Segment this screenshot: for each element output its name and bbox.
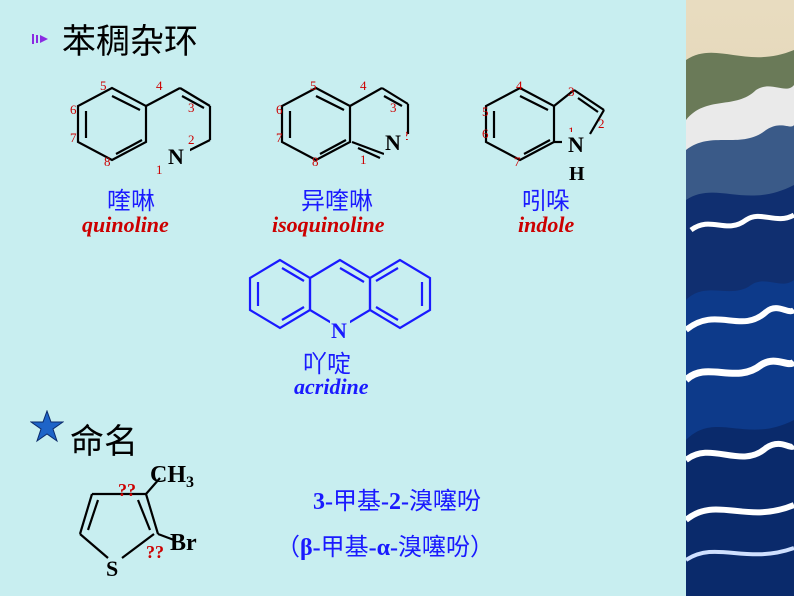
naming-line-2-a: β- <box>300 535 321 561</box>
isoquinoline-num-3: 3 <box>390 100 397 115</box>
isoquinoline-num-5: 5 <box>310 78 317 93</box>
thiophene-q1: ?? <box>118 480 136 500</box>
isoquinoline-num-6: 6 <box>276 102 283 117</box>
acridine-structure: N <box>248 258 432 343</box>
quinoline-num-2: 2 <box>188 132 195 147</box>
indole-cn-name: 吲哚 <box>522 187 570 215</box>
quinoline-cn-name: 喹啉 <box>107 187 155 215</box>
quinoline-num-1: 1 <box>156 162 163 177</box>
isoquinoline-num-7: 7 <box>276 130 283 145</box>
isoquinoline-num-4: 4 <box>360 78 367 93</box>
naming-line-2-close: ） <box>470 533 495 561</box>
acridine-en-name: acridine <box>294 374 369 399</box>
quinoline-num-3: 3 <box>188 100 195 115</box>
indole-num-6: 6 <box>482 126 489 141</box>
naming-line-1-c: -2- <box>381 489 409 515</box>
indole-num-5: 5 <box>482 104 489 119</box>
naming-heading: 命名 <box>70 422 138 462</box>
isoquinoline-en-name: isoquinoline <box>272 212 385 237</box>
naming-line-2: （β-甲基-α-溴噻吩） <box>276 527 494 562</box>
thiophene-br: Br <box>170 530 197 556</box>
thiophene-s: S <box>106 556 118 580</box>
star-icon <box>29 409 65 444</box>
acridine-cn-name: 吖啶 <box>303 350 351 378</box>
indole-num-2: 2 <box>598 116 605 131</box>
isoquinoline-num-8: 8 <box>312 154 319 169</box>
indole-en-name: indole <box>518 212 575 237</box>
wave-decoration <box>686 0 794 596</box>
quinoline-num-5: 5 <box>100 78 107 93</box>
quinoline-num-4: 4 <box>156 78 163 93</box>
thiophene-structure: ?? ?? CH3 Br S <box>78 462 197 580</box>
naming-line-1: 3-甲基-2-溴噻吩 <box>313 481 481 516</box>
indole-structure: 4 3 2 1 7 6 5 N H <box>482 78 605 185</box>
quinoline-num-7: 7 <box>70 130 77 145</box>
isoquinoline-num-1: 1 <box>360 152 367 167</box>
isoquinoline-atom-n: N <box>385 130 401 155</box>
quinoline-atom-n: N <box>168 144 184 169</box>
naming-line-2-open: （ <box>276 533 300 561</box>
indole-num-3: 3 <box>568 84 575 99</box>
indole-num-4: 4 <box>516 78 523 93</box>
naming-line-2-b: 甲基 <box>320 533 369 561</box>
naming-line-1-a: 3- <box>313 489 333 515</box>
naming-line-2-d: 溴噻吩 <box>398 533 471 561</box>
indole-atom-h: H <box>569 163 585 185</box>
acridine-atom-n: N <box>331 318 347 343</box>
title-bullet-icon <box>32 30 50 44</box>
quinoline-en-name: quinoline <box>82 212 169 237</box>
isoquinoline-structure: 5 4 3 2 1 8 7 6 N <box>276 78 410 169</box>
naming-line-1-b: 甲基 <box>333 487 381 515</box>
quinoline-num-6: 6 <box>70 102 77 117</box>
quinoline-num-8: 8 <box>104 154 111 169</box>
indole-num-1: 1 <box>568 124 575 139</box>
naming-line-1-d: 溴噻吩 <box>408 487 481 515</box>
slide-title: 苯稠杂环 <box>62 22 198 62</box>
quinoline-structure: 5 4 3 2 1 8 7 6 N <box>70 78 212 177</box>
indole-num-7: 7 <box>514 154 521 169</box>
indole-atom-n: N <box>568 132 584 157</box>
naming-line-2-c: -α- <box>368 535 399 561</box>
thiophene-q2: ?? <box>146 542 164 562</box>
isoquinoline-cn-name: 异喹啉 <box>301 187 373 215</box>
thiophene-ch3: CH3 <box>150 462 194 491</box>
